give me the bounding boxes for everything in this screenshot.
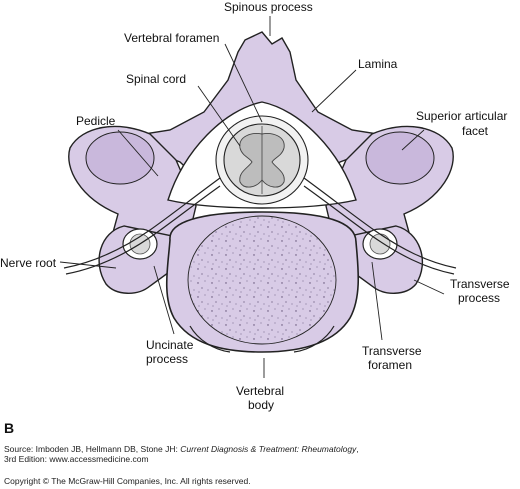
label-uncinate-process-line1: Uncinate xyxy=(146,338,194,352)
source-edition: 3rd Edition: www.accessmedicine.com xyxy=(4,454,149,464)
left-uncinate xyxy=(189,325,231,353)
source-suffix: , xyxy=(356,444,359,454)
label-superior-articular-facet-line1: Superior articular xyxy=(416,109,508,123)
label-transverse-foramen-line1: Transverse xyxy=(362,344,422,358)
label-transverse-process-line2: process xyxy=(458,291,501,305)
label-vertebral-body-line1: Vertebral xyxy=(236,384,285,398)
leader-lines xyxy=(59,16,445,378)
label-spinal-cord: Spinal cord xyxy=(126,72,187,86)
panel-letter: B xyxy=(4,420,15,436)
label-uncinate-process-line2: process xyxy=(146,352,189,366)
left-nerve-root xyxy=(63,177,221,269)
right-nerve-root xyxy=(303,177,457,269)
vertebral-body-cancellous xyxy=(187,215,337,345)
vertebra-diagram xyxy=(59,16,457,378)
label-transverse-process-line1: Transverse xyxy=(450,277,510,291)
label-transverse-foramen-line2: foramen xyxy=(368,358,413,372)
label-vertebral-foramen: Vertebral foramen xyxy=(124,31,220,45)
source-prefix: Source: Imboden JB, Hellmann DB, Stone J… xyxy=(4,444,181,454)
label-spinous-process: Spinous process xyxy=(224,0,313,14)
label-nerve-root: Nerve root xyxy=(0,256,57,270)
label-lamina: Lamina xyxy=(358,57,398,71)
source-citation: Source: Imboden JB, Hellmann DB, Stone J… xyxy=(4,444,516,464)
left-articular-facet xyxy=(85,131,155,185)
right-articular-facet xyxy=(365,131,435,185)
label-superior-articular-facet-line2: facet xyxy=(462,124,489,138)
label-pedicle: Pedicle xyxy=(76,114,116,128)
right-uncinate xyxy=(293,325,335,353)
label-vertebral-body-line2: body xyxy=(248,398,275,412)
copyright-notice: Copyright © The McGraw-Hill Companies, I… xyxy=(4,476,251,486)
source-book-title: Current Diagnosis & Treatment: Rheumatol… xyxy=(180,444,357,454)
